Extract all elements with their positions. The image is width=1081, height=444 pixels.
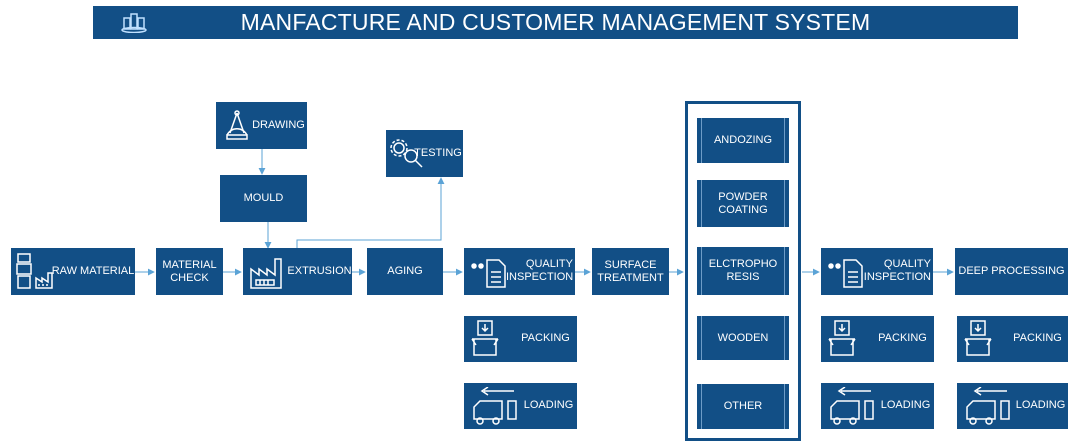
node-quality-inspection-2[interactable]: QUALITY INSPECTION	[821, 248, 933, 295]
node-packing-2[interactable]: PACKING	[821, 316, 934, 362]
node-material-check-label: MATERIAL CHECK	[162, 258, 217, 284]
node-loading-3-label: LOADING	[1015, 399, 1066, 411]
node-packing-1[interactable]: PACKING	[464, 316, 577, 362]
materials-icon	[14, 251, 58, 297]
drafting-compass-icon	[224, 109, 250, 145]
gears-magnifier-icon	[389, 136, 425, 174]
node-loading-2[interactable]: LOADING	[821, 383, 934, 429]
truck-icon	[470, 386, 522, 431]
buildings-icon	[121, 11, 147, 38]
node-quality-inspection-2-label: QUALITY INSPECTION	[863, 258, 931, 283]
header-banner: MANFACTURE AND CUSTOMER MANAGEMENT SYSTE…	[93, 6, 1018, 39]
finish-wooden-label: WOODEN	[717, 331, 769, 344]
node-material-check[interactable]: MATERIAL CHECK	[156, 248, 223, 295]
node-mould-label: MOULD	[243, 192, 284, 204]
arrow-extrusion-to-testing	[296, 177, 445, 248]
node-raw-material-label: RAW MATERIAL	[51, 265, 135, 277]
node-packing-2-label: PACKING	[878, 332, 927, 344]
finish-electrophoresis-label: ELCTROPHO RESIS	[708, 258, 778, 283]
node-surface-treatment[interactable]: SURFACE TREATMENT	[592, 248, 669, 295]
node-raw-material[interactable]: RAW MATERIAL	[11, 248, 135, 295]
node-deep-processing[interactable]: DEEP PROCESSING	[955, 248, 1068, 295]
finish-andozing-label: ANDOZING	[713, 134, 773, 146]
clipboard-check-icon	[470, 254, 510, 294]
finish-powder-coating-label: POWDER COATING	[718, 190, 768, 216]
factory-icon	[248, 253, 286, 295]
surface-finish-group	[685, 101, 801, 441]
clipboard-check-icon	[827, 254, 867, 294]
node-deep-processing-label: DEEP PROCESSING	[958, 265, 1065, 277]
node-aging-label: AGING	[387, 265, 423, 277]
truck-icon	[963, 386, 1015, 431]
page-title: MANFACTURE AND CUSTOMER MANAGEMENT SYSTE…	[240, 9, 871, 35]
finish-andozing[interactable]: ANDOZING	[697, 118, 789, 163]
node-quality-inspection-1[interactable]: QUALITY INSPECTION	[464, 248, 575, 295]
node-quality-inspection-1-label: QUALITY INSPECTION	[506, 258, 574, 283]
node-extrusion[interactable]: EXTRUSION	[243, 248, 352, 295]
box-down-icon	[963, 319, 993, 363]
node-drawing-label: DRAWING	[252, 119, 305, 131]
node-loading-2-label: LOADING	[880, 399, 931, 411]
node-testing-label: TESTING	[414, 147, 462, 159]
finish-other[interactable]: OTHER	[697, 384, 789, 429]
node-loading-1-label: LOADING	[523, 399, 574, 411]
node-aging[interactable]: AGING	[367, 248, 443, 295]
node-packing-3-label: PACKING	[1013, 332, 1062, 344]
truck-icon	[827, 386, 879, 431]
node-surface-treatment-label: SURFACE TREATMENT	[597, 258, 664, 284]
node-loading-3[interactable]: LOADING	[957, 383, 1068, 429]
finish-powder-coating[interactable]: POWDER COATING	[697, 180, 789, 227]
node-loading-1[interactable]: LOADING	[464, 383, 577, 429]
node-extrusion-label: EXTRUSION	[287, 265, 352, 277]
node-packing-1-label: PACKING	[521, 332, 570, 344]
node-testing[interactable]: TESTING	[386, 130, 463, 177]
finish-wooden[interactable]: WOODEN	[697, 316, 789, 360]
box-down-icon	[827, 319, 857, 363]
node-drawing[interactable]: DRAWING	[216, 102, 307, 149]
finish-electrophoresis[interactable]: ELCTROPHO RESIS	[697, 247, 789, 295]
node-packing-3[interactable]: PACKING	[957, 316, 1068, 362]
box-down-icon	[470, 319, 500, 363]
node-mould[interactable]: MOULD	[220, 175, 307, 222]
finish-other-label: OTHER	[723, 400, 763, 412]
